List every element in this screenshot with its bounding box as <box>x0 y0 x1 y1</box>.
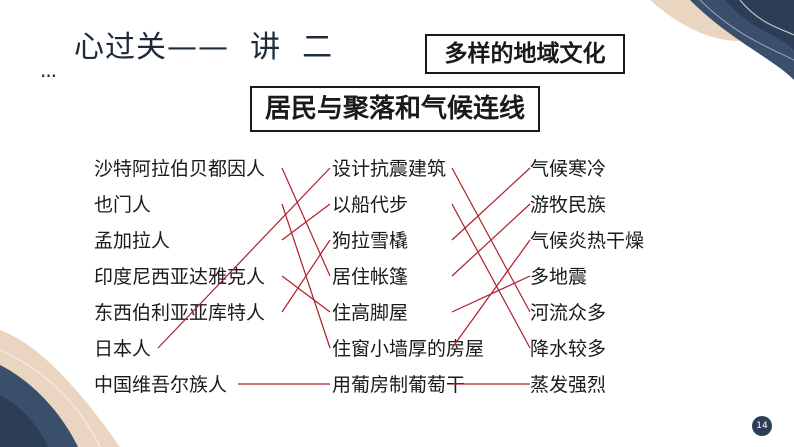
bottom-left-ornament <box>0 330 120 447</box>
resident-item: 中国维吾尔族人 <box>94 374 228 396</box>
task-box: 居民与聚落和气候连线 <box>250 86 540 132</box>
climate-item: 降水较多 <box>530 338 607 360</box>
climate-item: 河流众多 <box>530 302 607 324</box>
settlements-column: 设计抗震建筑 以船代步 狗拉雪橇 居住帐篷 住高脚屋 住窗小墙厚的房屋 用葡房制… <box>332 155 484 407</box>
resident-item: 日本人 <box>94 338 152 360</box>
page-title: 心过关—— 讲 二 <box>74 30 334 65</box>
top-right-ornament <box>650 0 794 80</box>
settlement-item: 居住帐篷 <box>332 266 409 288</box>
climate-item: 气候寒冷 <box>530 158 607 180</box>
resident-item: 沙特阿拉伯贝都因人 <box>94 158 266 180</box>
settlement-item: 住高脚屋 <box>332 302 409 324</box>
climate-item: 游牧民族 <box>530 194 607 216</box>
climates-column: 气候寒冷 游牧民族 气候炎热干燥 多地震 河流众多 降水较多 蒸发强烈 <box>530 155 644 407</box>
resident-item: 也门人 <box>94 194 152 216</box>
ellipsis-mark: ... <box>40 58 57 82</box>
settlement-item: 狗拉雪橇 <box>332 230 409 252</box>
resident-item: 印度尼西亚达雅克人 <box>94 266 266 288</box>
climate-item: 蒸发强烈 <box>530 374 607 396</box>
climate-item: 气候炎热干燥 <box>530 230 645 252</box>
settlement-item: 住窗小墙厚的房屋 <box>332 338 485 360</box>
resident-item: 东西伯利亚亚库特人 <box>94 302 266 324</box>
resident-item: 孟加拉人 <box>94 230 171 252</box>
settlement-item: 用葡房制葡萄干 <box>332 374 466 396</box>
residents-column: 沙特阿拉伯贝都因人 也门人 孟加拉人 印度尼西亚达雅克人 东西伯利亚亚库特人 日… <box>94 155 265 407</box>
climate-item: 多地震 <box>530 266 588 288</box>
settlement-item: 设计抗震建筑 <box>332 158 447 180</box>
topic-box: 多样的地域文化 <box>425 34 625 74</box>
page-number-badge: 14 <box>752 416 772 436</box>
settlement-item: 以船代步 <box>332 194 409 216</box>
